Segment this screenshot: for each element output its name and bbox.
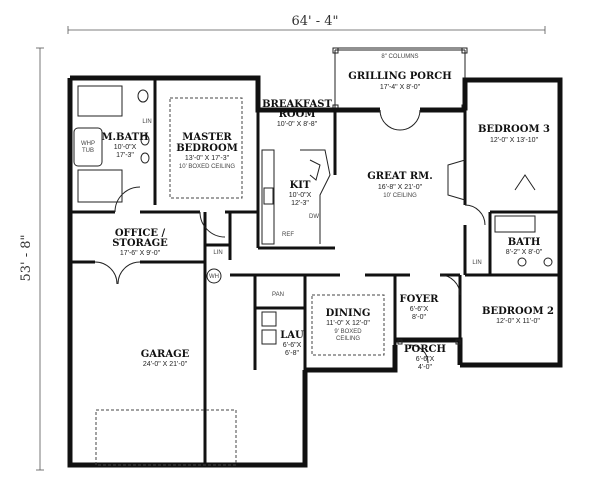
bath-name: BATH — [508, 237, 541, 248]
master-bath-linen: LIN — [142, 119, 151, 125]
tub-label-1: WHP — [81, 141, 95, 147]
dimension-lines — [36, 26, 546, 471]
master-bedroom-size: 13'-0" X 17'-3" — [185, 155, 230, 162]
porch-name: PORCH — [404, 344, 446, 355]
garage-size: 24'-0" X 21'-0" — [143, 361, 188, 368]
breakfast-name-1: BREAKFAST — [262, 99, 332, 110]
grilling-porch-size: 17'-4" X 8'-0" — [380, 84, 421, 91]
porch-size-2: 4'-0" — [418, 364, 432, 371]
lau-name: LAU — [280, 330, 304, 341]
master-bath-size-2: 17'-3" — [116, 152, 134, 159]
bedroom2-name: BEDROOM 2 — [482, 306, 554, 317]
lau-size-1: 6'-6"X — [283, 342, 302, 349]
kitchen-dw: DW — [309, 214, 319, 220]
great-room-name: GREAT RM. — [367, 171, 432, 182]
office-name-2: STORAGE — [112, 238, 168, 249]
dining-size: 11'-0" X 12'-0" — [326, 320, 370, 327]
porch-size-1: 6'-6"X — [416, 356, 435, 363]
interior-walls — [70, 78, 560, 465]
width-dimension: 64' - 4" — [291, 14, 338, 29]
foyer-size-1: 6'-6"X — [410, 306, 429, 313]
great-room-ceiling: 10' CEILING — [383, 193, 417, 199]
dining-name: DINING — [326, 308, 371, 319]
fixtures — [73, 85, 553, 466]
bedroom3-name: BEDROOM 3 — [478, 124, 550, 135]
kitchen-ref: REF — [282, 232, 294, 238]
depth-dimension: 53' - 8" — [19, 234, 34, 281]
kitchen-name: KIT — [290, 180, 311, 191]
great-room-size: 16'-8" X 21'-0" — [378, 184, 423, 191]
dining-ceiling-1: 9' BOXED — [334, 329, 362, 335]
master-bedroom-name-2: BEDROOM — [176, 143, 238, 154]
master-bedroom-ceiling: 10' BOXED CEILING — [179, 164, 235, 170]
foyer-name: FOYER — [400, 294, 440, 305]
kitchen-size-2: 12'-3" — [291, 200, 309, 207]
garage-name: GARAGE — [141, 349, 190, 360]
lau-size-2: 6'-8" — [285, 350, 299, 357]
porch-columns-note: 8" COLUMNS — [381, 54, 418, 60]
foyer-size-2: 8'-0" — [412, 314, 426, 321]
bath-size: 8'-2" X 8'-0" — [506, 249, 543, 256]
pantry-label: PAN — [272, 292, 284, 298]
bath-linen: LIN — [472, 260, 481, 266]
master-bath-size-1: 10'-0"X — [114, 144, 137, 151]
office-linen: LIN — [213, 250, 222, 256]
office-size: 17'-6" X 9'-0" — [120, 250, 161, 257]
master-bedroom-name-1: MASTER — [182, 132, 232, 143]
breakfast-size: 10'-0" X 8'-8" — [277, 121, 318, 128]
tub-label-2: TUB — [82, 148, 94, 154]
office-name-1: OFFICE / — [115, 228, 166, 239]
bedroom2-size: 12'-0" X 11'-0" — [496, 318, 540, 325]
bedroom3-size: 12'-0" X 13'-10" — [490, 137, 539, 144]
kitchen-size-1: 10'-0"X — [289, 192, 312, 199]
dining-ceiling-2: CEILING — [336, 336, 360, 342]
grilling-porch-name: GRILLING PORCH — [348, 71, 451, 82]
master-bath-name: M.BATH — [101, 132, 148, 143]
breakfast-name-2: ROOM — [279, 109, 316, 120]
water-heater-label: WH — [209, 274, 219, 280]
